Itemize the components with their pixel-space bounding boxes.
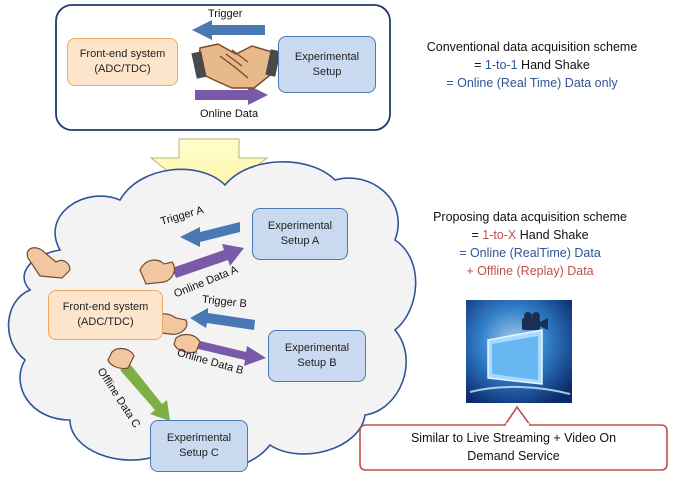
- setup-b-box: Experimental Setup B: [268, 330, 366, 382]
- handshake-icon: [191, 43, 281, 89]
- proposing-highlight: 1-to-X: [482, 228, 517, 242]
- setup-b-line2: Setup B: [297, 357, 337, 369]
- video-camera-icon: [522, 312, 548, 330]
- setup-a-line2: Setup A: [280, 235, 320, 247]
- online-data-a-arrow: [172, 244, 244, 278]
- proposing-title: Proposing data acquisition scheme: [433, 210, 627, 224]
- frontend-system-box: Front-end system (ADC/TDC): [67, 38, 178, 86]
- callout-text: Similar to Live Streaming + Video On Dem…: [362, 429, 665, 465]
- setup-line2: Setup: [312, 65, 342, 78]
- conventional-handshake: Hand Shake: [517, 58, 590, 72]
- trigger-arrow: [192, 20, 265, 40]
- callout-line1: Similar to Live Streaming + Video On: [410, 431, 617, 445]
- conventional-eq: =: [474, 58, 485, 72]
- trigger-b-arrow: [190, 308, 255, 330]
- trigger-a-arrow: [180, 222, 240, 247]
- setup-c-line1: Experimental: [166, 432, 232, 444]
- callout-line2: Demand Service: [467, 449, 560, 463]
- setup-a-line1: Experimental: [267, 220, 333, 232]
- proposing-eq: =: [471, 228, 483, 242]
- setup-c-line2: Setup C: [179, 447, 219, 459]
- frontend-line1: Front-end system: [79, 48, 166, 60]
- cloud-frontend-line2: (ADC/TDC): [77, 316, 134, 328]
- conventional-highlight: 1-to-1: [484, 58, 518, 72]
- conventional-line3: = Online (Real Time) Data only: [446, 76, 618, 90]
- online-data-b-arrow: [194, 340, 266, 366]
- online-data-label: Online Data: [200, 108, 259, 120]
- setup-c-box: Experimental Setup C: [150, 420, 248, 472]
- proposing-line2: = 1-to-X Hand Shake: [400, 226, 660, 244]
- callout-shape: [359, 405, 668, 471]
- proposing-handshake: Hand Shake: [516, 228, 589, 242]
- proposing-line3: = Online (RealTime) Data: [459, 246, 601, 260]
- online-data-arrow: [195, 85, 268, 105]
- cloud-frontend-system-box: Front-end system (ADC/TDC): [48, 290, 163, 340]
- setup-a-box: Experimental Setup A: [252, 208, 348, 260]
- conventional-title: Conventional data acquisition scheme: [426, 40, 638, 54]
- trigger-label: Trigger: [208, 8, 243, 20]
- offline-data-c-arrow: [120, 364, 170, 421]
- setup-b-line1: Experimental: [284, 342, 350, 354]
- cloud-frontend-line1: Front-end system: [62, 301, 149, 313]
- proposing-line4: + Offline (Replay) Data: [466, 264, 594, 278]
- video-on-demand-image: [466, 300, 572, 403]
- experimental-setup-box: Experimental Setup: [278, 36, 376, 93]
- conventional-line2: = 1-to-1 Hand Shake: [402, 56, 662, 74]
- setup-line1: Experimental: [294, 50, 360, 63]
- frontend-line2: (ADC/TDC): [94, 63, 151, 75]
